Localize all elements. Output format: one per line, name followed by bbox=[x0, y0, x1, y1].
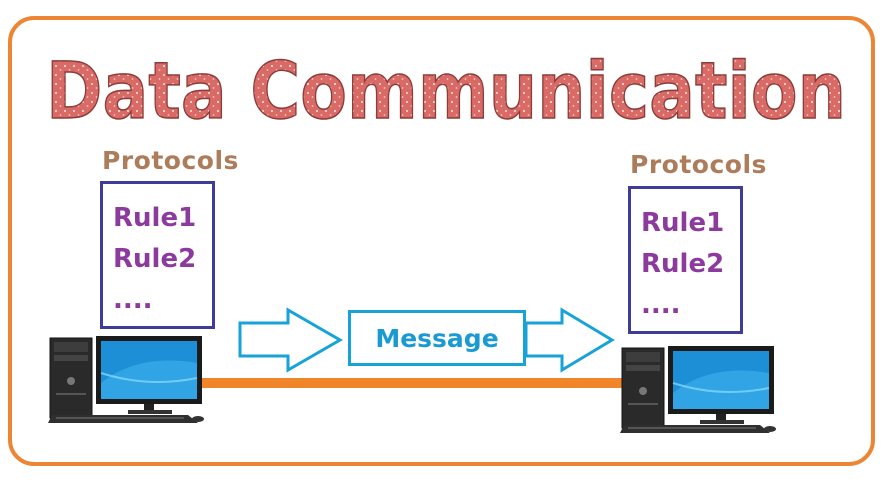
left-rules-box: Rule1 Rule2 .... bbox=[100, 181, 215, 329]
right-rule-ellipsis: .... bbox=[641, 290, 681, 320]
title-graphic: Data Communication bbox=[45, 46, 847, 138]
left-protocols-label: Protocols bbox=[102, 146, 239, 175]
right-protocols-label: Protocols bbox=[630, 150, 767, 179]
left-arrow-icon bbox=[238, 307, 344, 373]
right-arrow-icon bbox=[524, 307, 615, 373]
page-title: Data Communication bbox=[46, 47, 846, 137]
message-box: Message bbox=[348, 310, 526, 366]
right-rules-box: Rule1 Rule2 .... bbox=[628, 186, 743, 334]
left-rule-ellipsis: .... bbox=[113, 285, 153, 315]
left-rule-2: Rule2 bbox=[113, 244, 197, 274]
communication-link-line bbox=[200, 378, 626, 388]
left-rule-1: Rule1 bbox=[113, 203, 197, 233]
diagram-frame bbox=[8, 16, 875, 466]
right-rule-1: Rule1 bbox=[641, 208, 725, 238]
left-desktop-computer-icon bbox=[48, 336, 204, 423]
right-rule-2: Rule2 bbox=[641, 249, 725, 279]
right-desktop-computer-icon bbox=[620, 346, 776, 433]
